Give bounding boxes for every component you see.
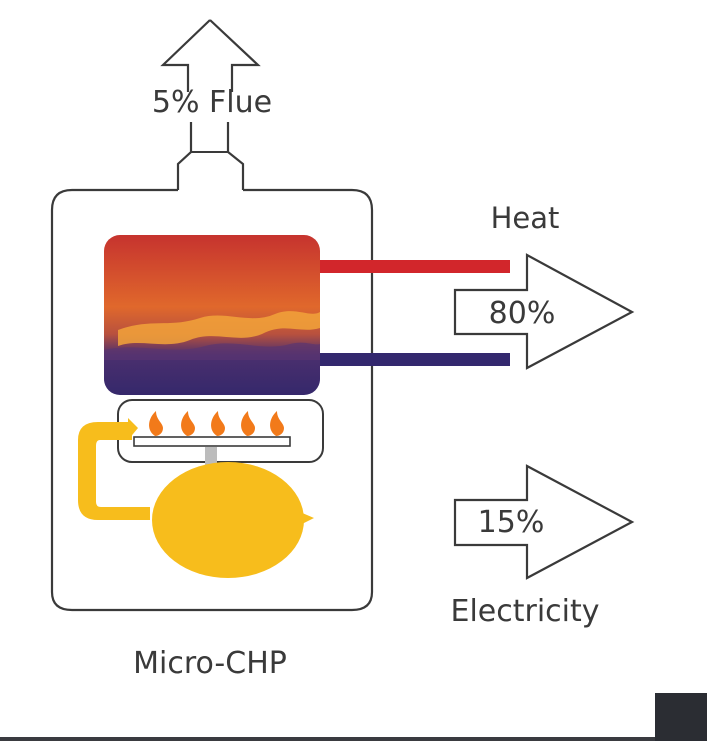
corner-block (655, 693, 707, 741)
flame-icon (241, 411, 255, 436)
heat-label: Heat (491, 201, 560, 235)
hot-water-pipe (312, 260, 510, 273)
cold-water-pipe (312, 353, 510, 366)
electricity-label: Electricity (450, 594, 599, 629)
connector-rod (205, 447, 217, 465)
burner-bar (133, 436, 291, 447)
device-label: Micro-CHP (133, 646, 287, 681)
heat-exchanger-tank (104, 235, 320, 395)
heat-percent: 80% (489, 296, 556, 331)
stirling-engine (78, 418, 314, 578)
flue-arrow (160, 19, 261, 190)
electricity-arrow (453, 464, 635, 580)
flame-icon (181, 411, 195, 436)
flame-icon (211, 411, 225, 436)
flame-icon (149, 411, 163, 436)
electricity-percent: 15% (478, 505, 545, 540)
bottom-strip (0, 737, 707, 741)
flame-icon (270, 411, 284, 436)
flue-label: 5% Flue (152, 85, 272, 120)
heat-arrow (453, 253, 635, 370)
chp-casing (50, 188, 374, 612)
burner-flames (149, 411, 284, 436)
